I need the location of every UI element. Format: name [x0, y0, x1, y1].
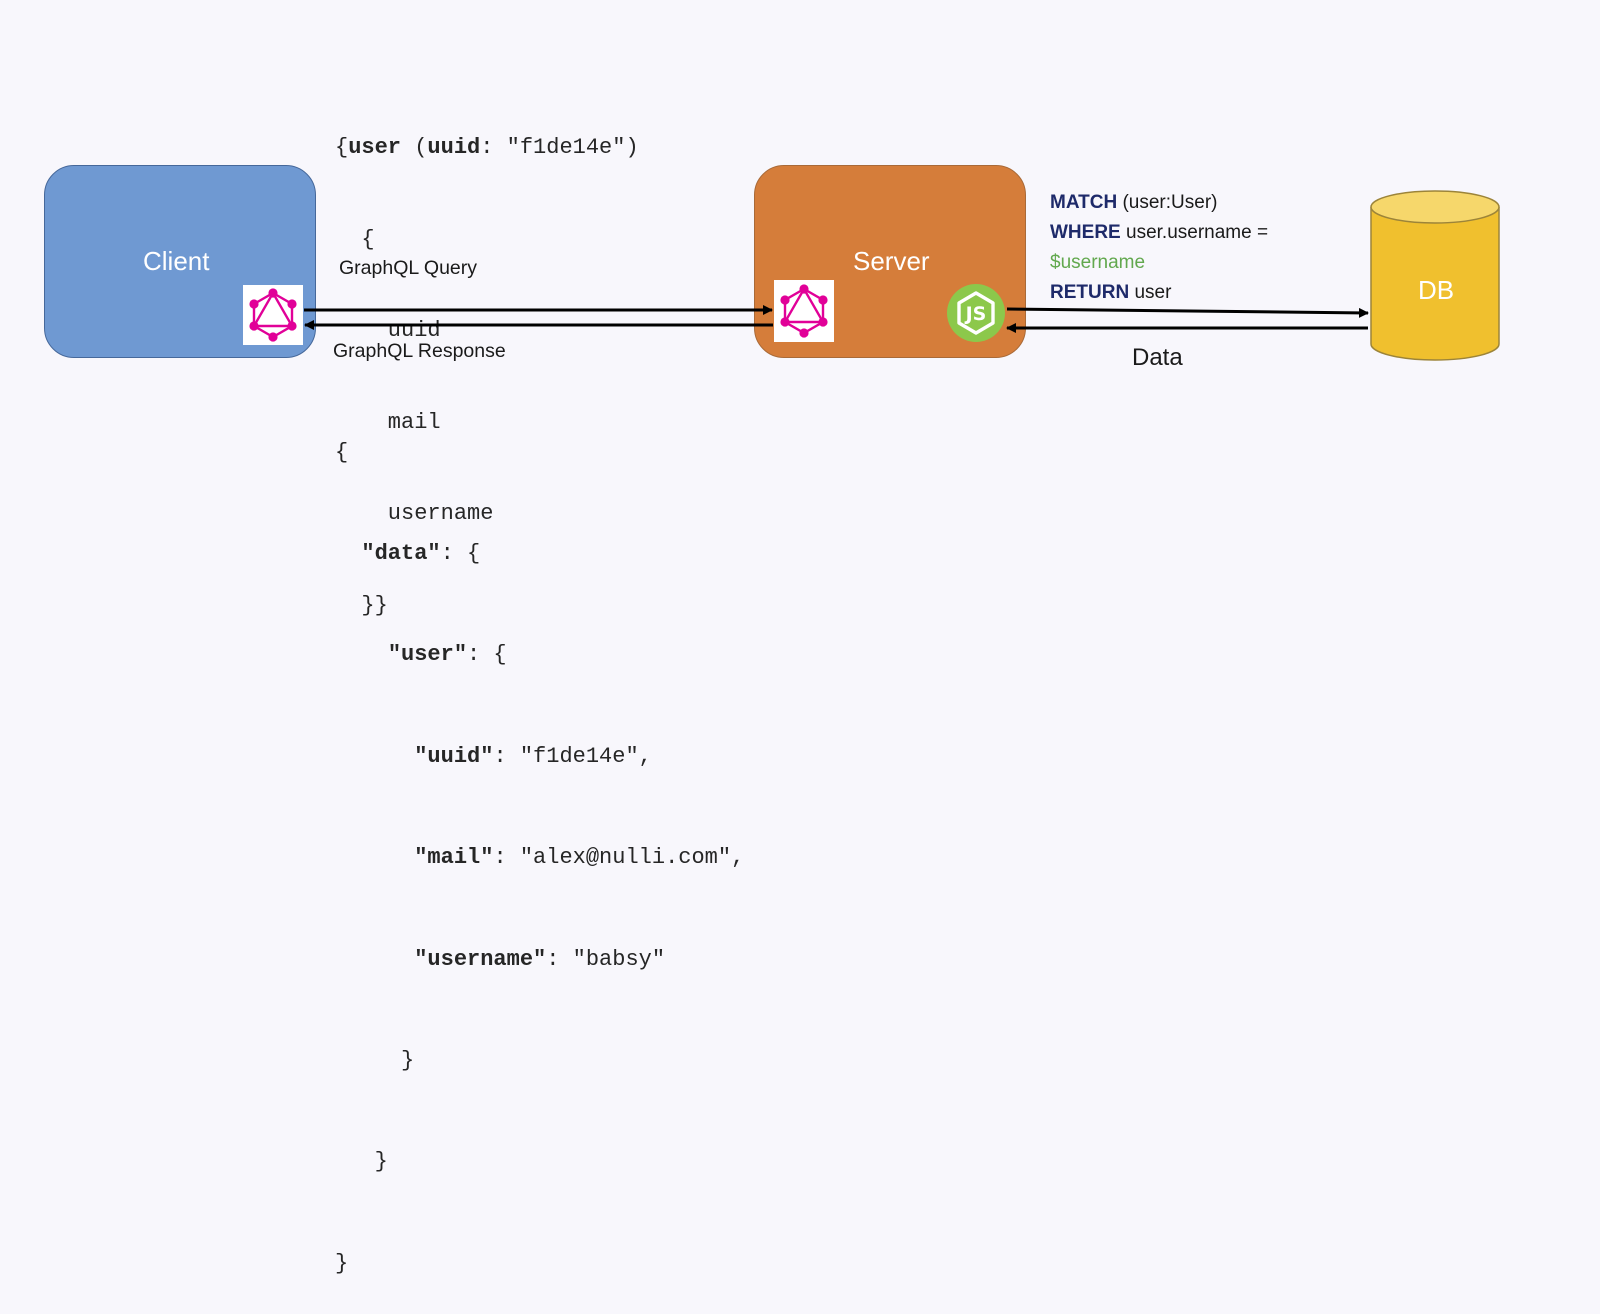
- query-arg-uuid: uuid: [427, 135, 481, 160]
- response-value-username: : "babsy": [546, 946, 666, 972]
- client-graphql-tile: [243, 285, 303, 345]
- response-data-open: : {: [440, 540, 481, 566]
- response-line-open: {: [335, 439, 349, 465]
- cypher-line-match: MATCH (user:User): [1050, 188, 1268, 218]
- graphql-response-caption: GraphQL Response: [333, 340, 506, 362]
- response-key-user: "user": [387, 642, 468, 668]
- client-label: Client: [143, 246, 210, 276]
- response-line-close-data: }: [335, 1145, 744, 1179]
- db-query-arrow: [1006, 307, 1369, 318]
- cypher-return-value: user: [1129, 282, 1172, 303]
- response-line-close-user: }: [335, 1044, 744, 1078]
- response-line-user: "user": {: [335, 638, 744, 672]
- response-key-data: "data": [361, 540, 441, 566]
- response-key-username: "username": [414, 946, 547, 972]
- cypher-parameter: $username: [1050, 252, 1146, 273]
- database-icon: [1370, 190, 1500, 361]
- query-line: {: [335, 226, 375, 252]
- query-brace: {: [335, 135, 349, 160]
- response-key-mail: "mail": [414, 845, 494, 871]
- query-line: mail: [335, 409, 441, 435]
- graphql-icon: [249, 288, 297, 342]
- cypher-where-condition: user.username =: [1120, 222, 1269, 243]
- nodejs-icon: JS: [947, 284, 1005, 342]
- response-value-uuid: : "f1de14e",: [493, 743, 652, 769]
- cypher-line-where: WHERE user.username =: [1050, 218, 1268, 248]
- cypher-line-return: RETURN user: [1050, 278, 1268, 308]
- response-value-mail: : "alex@nulli.com",: [493, 845, 745, 871]
- query-line: username: [335, 501, 494, 526]
- response-line-mail: "mail": "alex@nulli.com",: [335, 841, 744, 875]
- response-close-data: }: [374, 1149, 388, 1175]
- svg-text:JS: JS: [964, 303, 987, 325]
- db-label: DB: [1418, 275, 1455, 305]
- response-line-username: "username": "babsy": [335, 943, 744, 977]
- server-graphql-tile: [774, 280, 834, 342]
- query-arg-value: : "f1de14e"): [480, 135, 639, 160]
- graphql-query-code: {user (uuid: "f1de14e") { uuid mail user…: [335, 72, 639, 652]
- query-line-0: {user (uuid: "f1de14e"): [335, 133, 639, 164]
- response-line-uuid: "uuid": "f1de14e",: [335, 740, 744, 774]
- cypher-keyword-match: MATCH: [1050, 192, 1118, 213]
- data-arrow-label: Data: [1132, 344, 1183, 371]
- query-field-user: user: [348, 135, 402, 160]
- query-line: }}: [335, 592, 388, 618]
- response-close-user: }: [401, 1047, 415, 1073]
- cypher-query: MATCH (user:User) WHERE user.username = …: [1050, 188, 1268, 308]
- cypher-match-pattern: (user:User): [1117, 192, 1218, 213]
- cypher-keyword-where: WHERE: [1050, 222, 1121, 243]
- graphql-icon: [780, 284, 828, 338]
- cypher-keyword-return: RETURN: [1050, 282, 1130, 303]
- server-label: Server: [853, 246, 930, 276]
- connection-arrows: [304, 305, 1369, 333]
- response-line-data: "data": {: [335, 537, 744, 571]
- graphql-query-caption: GraphQL Query: [339, 257, 478, 279]
- graphql-response-code: { "data": { "user": { "uuid": "f1de14e",…: [335, 368, 744, 1314]
- response-line-close-root: }: [335, 1250, 349, 1276]
- response-user-open: : {: [467, 642, 507, 668]
- response-key-uuid: "uuid": [414, 743, 494, 769]
- query-paren: (: [401, 135, 428, 160]
- query-line: uuid: [335, 318, 441, 343]
